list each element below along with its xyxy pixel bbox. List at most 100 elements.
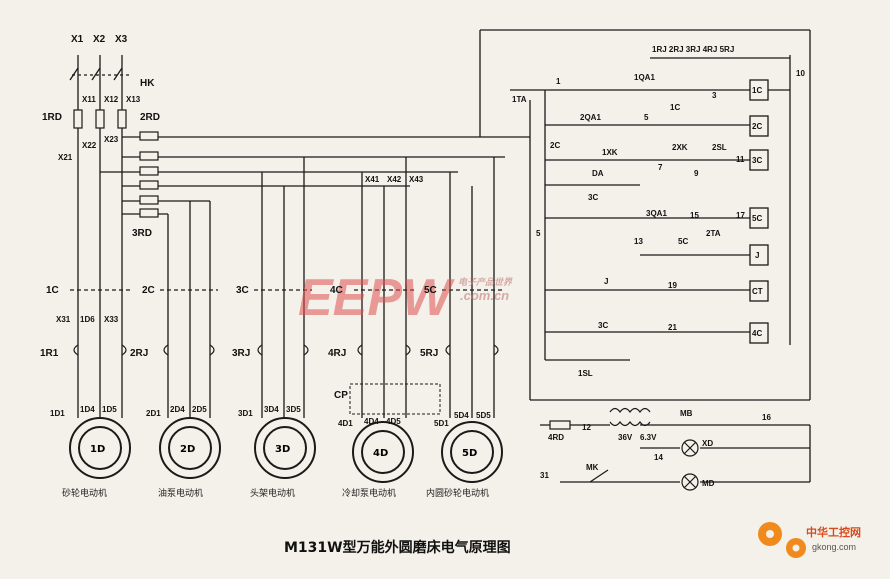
label-2c-aux: 2C bbox=[550, 141, 560, 150]
motor-2d-caption: 油泵电动机 bbox=[158, 487, 203, 499]
label-x11: X11 bbox=[82, 95, 96, 104]
label-63v: 6.3V bbox=[640, 433, 657, 442]
label-x41: X41 bbox=[365, 175, 380, 184]
label-4rd: 4RD bbox=[548, 433, 564, 442]
label-x12: X12 bbox=[104, 95, 119, 104]
motor-1d-id: 1D bbox=[90, 444, 105, 455]
label-n17: 17 bbox=[736, 211, 745, 220]
label-2sl: 2SL bbox=[712, 143, 727, 152]
motor-1d-caption: 砂轮电动机 bbox=[62, 487, 107, 499]
label-2rd: 2RD bbox=[140, 112, 160, 123]
label-mk: MK bbox=[586, 463, 599, 472]
motor-3d-caption: 头架电动机 bbox=[250, 487, 295, 499]
label-2xk: 2XK bbox=[672, 143, 688, 152]
label-1ta: 1TA bbox=[512, 95, 527, 104]
watermark-cn: 电子产品世界 bbox=[458, 277, 513, 287]
label-2rj: 2RJ bbox=[130, 348, 148, 359]
label-1sl: 1SL bbox=[578, 369, 593, 378]
label-1d4: 1D4 bbox=[80, 405, 95, 414]
label-n11: 11 bbox=[736, 155, 745, 164]
label-4d1: 4D1 bbox=[338, 419, 353, 428]
label-3qa1: 3QA1 bbox=[646, 209, 667, 218]
label-xd: XD bbox=[702, 439, 713, 448]
label-4c: 4C bbox=[330, 285, 343, 296]
motors bbox=[69, 417, 503, 483]
label-1r1: 1R1 bbox=[40, 348, 59, 359]
label-5c-aux: 5C bbox=[678, 237, 688, 246]
thermal-relays bbox=[73, 344, 499, 356]
label-2c: 2C bbox=[142, 285, 155, 296]
label-x31: X31 bbox=[56, 315, 71, 324]
label-x23: X23 bbox=[104, 135, 119, 144]
label-2d4: 2D4 bbox=[170, 405, 185, 414]
motor-2d-id: 2D bbox=[180, 444, 195, 455]
label-36v: 36V bbox=[618, 433, 633, 442]
label-n10: 10 bbox=[796, 69, 805, 78]
watermark-site: .com.cn bbox=[460, 288, 509, 303]
coil-1c: 1C bbox=[752, 86, 762, 95]
label-n5b: 5 bbox=[536, 229, 541, 238]
label-mb: MB bbox=[680, 409, 693, 418]
label-4d4: 4D4 bbox=[364, 417, 379, 426]
label-5d1: 5D1 bbox=[434, 419, 449, 428]
coil-4c: 4C bbox=[752, 329, 762, 338]
gkong-logo: 中华工控网 gkong.com bbox=[758, 522, 861, 558]
label-n14: 14 bbox=[654, 453, 663, 462]
label-1xk: 1XK bbox=[602, 148, 618, 157]
label-2qa1: 2QA1 bbox=[580, 113, 601, 122]
coil-ct: CT bbox=[752, 287, 763, 296]
label-x42: X42 bbox=[387, 175, 402, 184]
label-4rj: 4RJ bbox=[328, 348, 346, 359]
label-j-contact: J bbox=[604, 277, 608, 286]
label-5rj: 5RJ bbox=[420, 348, 438, 359]
logo-name: 中华工控网 bbox=[806, 525, 861, 539]
label-1rd: 1RD bbox=[42, 112, 62, 123]
coil-3c: 3C bbox=[752, 156, 762, 165]
label-5d5: 5D5 bbox=[476, 411, 491, 420]
eepw-watermark: EEPW .com.cn 电子产品世界 bbox=[298, 269, 513, 327]
label-n13: 13 bbox=[634, 237, 643, 246]
label-n9: 9 bbox=[694, 169, 699, 178]
label-5d4: 5D4 bbox=[454, 411, 469, 420]
label-da: DA bbox=[592, 169, 604, 178]
coil-5c: 5C bbox=[752, 214, 762, 223]
label-n3: 3 bbox=[712, 91, 717, 100]
label-n31: 31 bbox=[540, 471, 549, 480]
label-x2: X2 bbox=[93, 34, 106, 45]
transformer bbox=[589, 407, 699, 491]
wiring bbox=[69, 29, 811, 483]
label-3rd: 3RD bbox=[132, 228, 152, 239]
label-x13: X13 bbox=[126, 95, 141, 104]
motor-3d-id: 3D bbox=[275, 444, 290, 455]
coil-2c: 2C bbox=[752, 122, 762, 131]
logo-site: gkong.com bbox=[812, 542, 856, 552]
label-cp: CP bbox=[334, 390, 348, 401]
label-1qa1: 1QA1 bbox=[634, 73, 655, 82]
label-1c: 1C bbox=[46, 285, 59, 296]
label-n16: 16 bbox=[762, 413, 771, 422]
label-n21: 21 bbox=[668, 323, 677, 332]
label-2d5: 2D5 bbox=[192, 405, 207, 414]
label-n15: 15 bbox=[690, 211, 699, 220]
label-2d1: 2D1 bbox=[146, 409, 161, 418]
label-n7: 7 bbox=[658, 163, 663, 172]
label-rj-series: 1RJ 2RJ 3RJ 4RJ 5RJ bbox=[652, 45, 734, 54]
label-n19: 19 bbox=[668, 281, 677, 290]
label-n5: 5 bbox=[644, 113, 649, 122]
label-1d6: 1D6 bbox=[80, 315, 95, 324]
label-1d1: 1D1 bbox=[50, 409, 65, 418]
label-x22: X22 bbox=[82, 141, 97, 150]
label-hk: HK bbox=[140, 78, 155, 89]
motor-5d-id: 5D bbox=[462, 448, 477, 459]
label-1d5: 1D5 bbox=[102, 405, 117, 414]
label-3d4: 3D4 bbox=[264, 405, 279, 414]
label-x1: X1 bbox=[71, 34, 84, 45]
motor-4d-id: 4D bbox=[373, 448, 388, 459]
labels: X1 X2 X3 HK 1RD 2RD 3RD X11 X12 X13 X21 … bbox=[40, 34, 805, 499]
cp-box bbox=[349, 383, 441, 415]
fuses bbox=[73, 109, 571, 430]
label-md: MD bbox=[702, 479, 715, 488]
label-4d5: 4D5 bbox=[386, 417, 401, 426]
